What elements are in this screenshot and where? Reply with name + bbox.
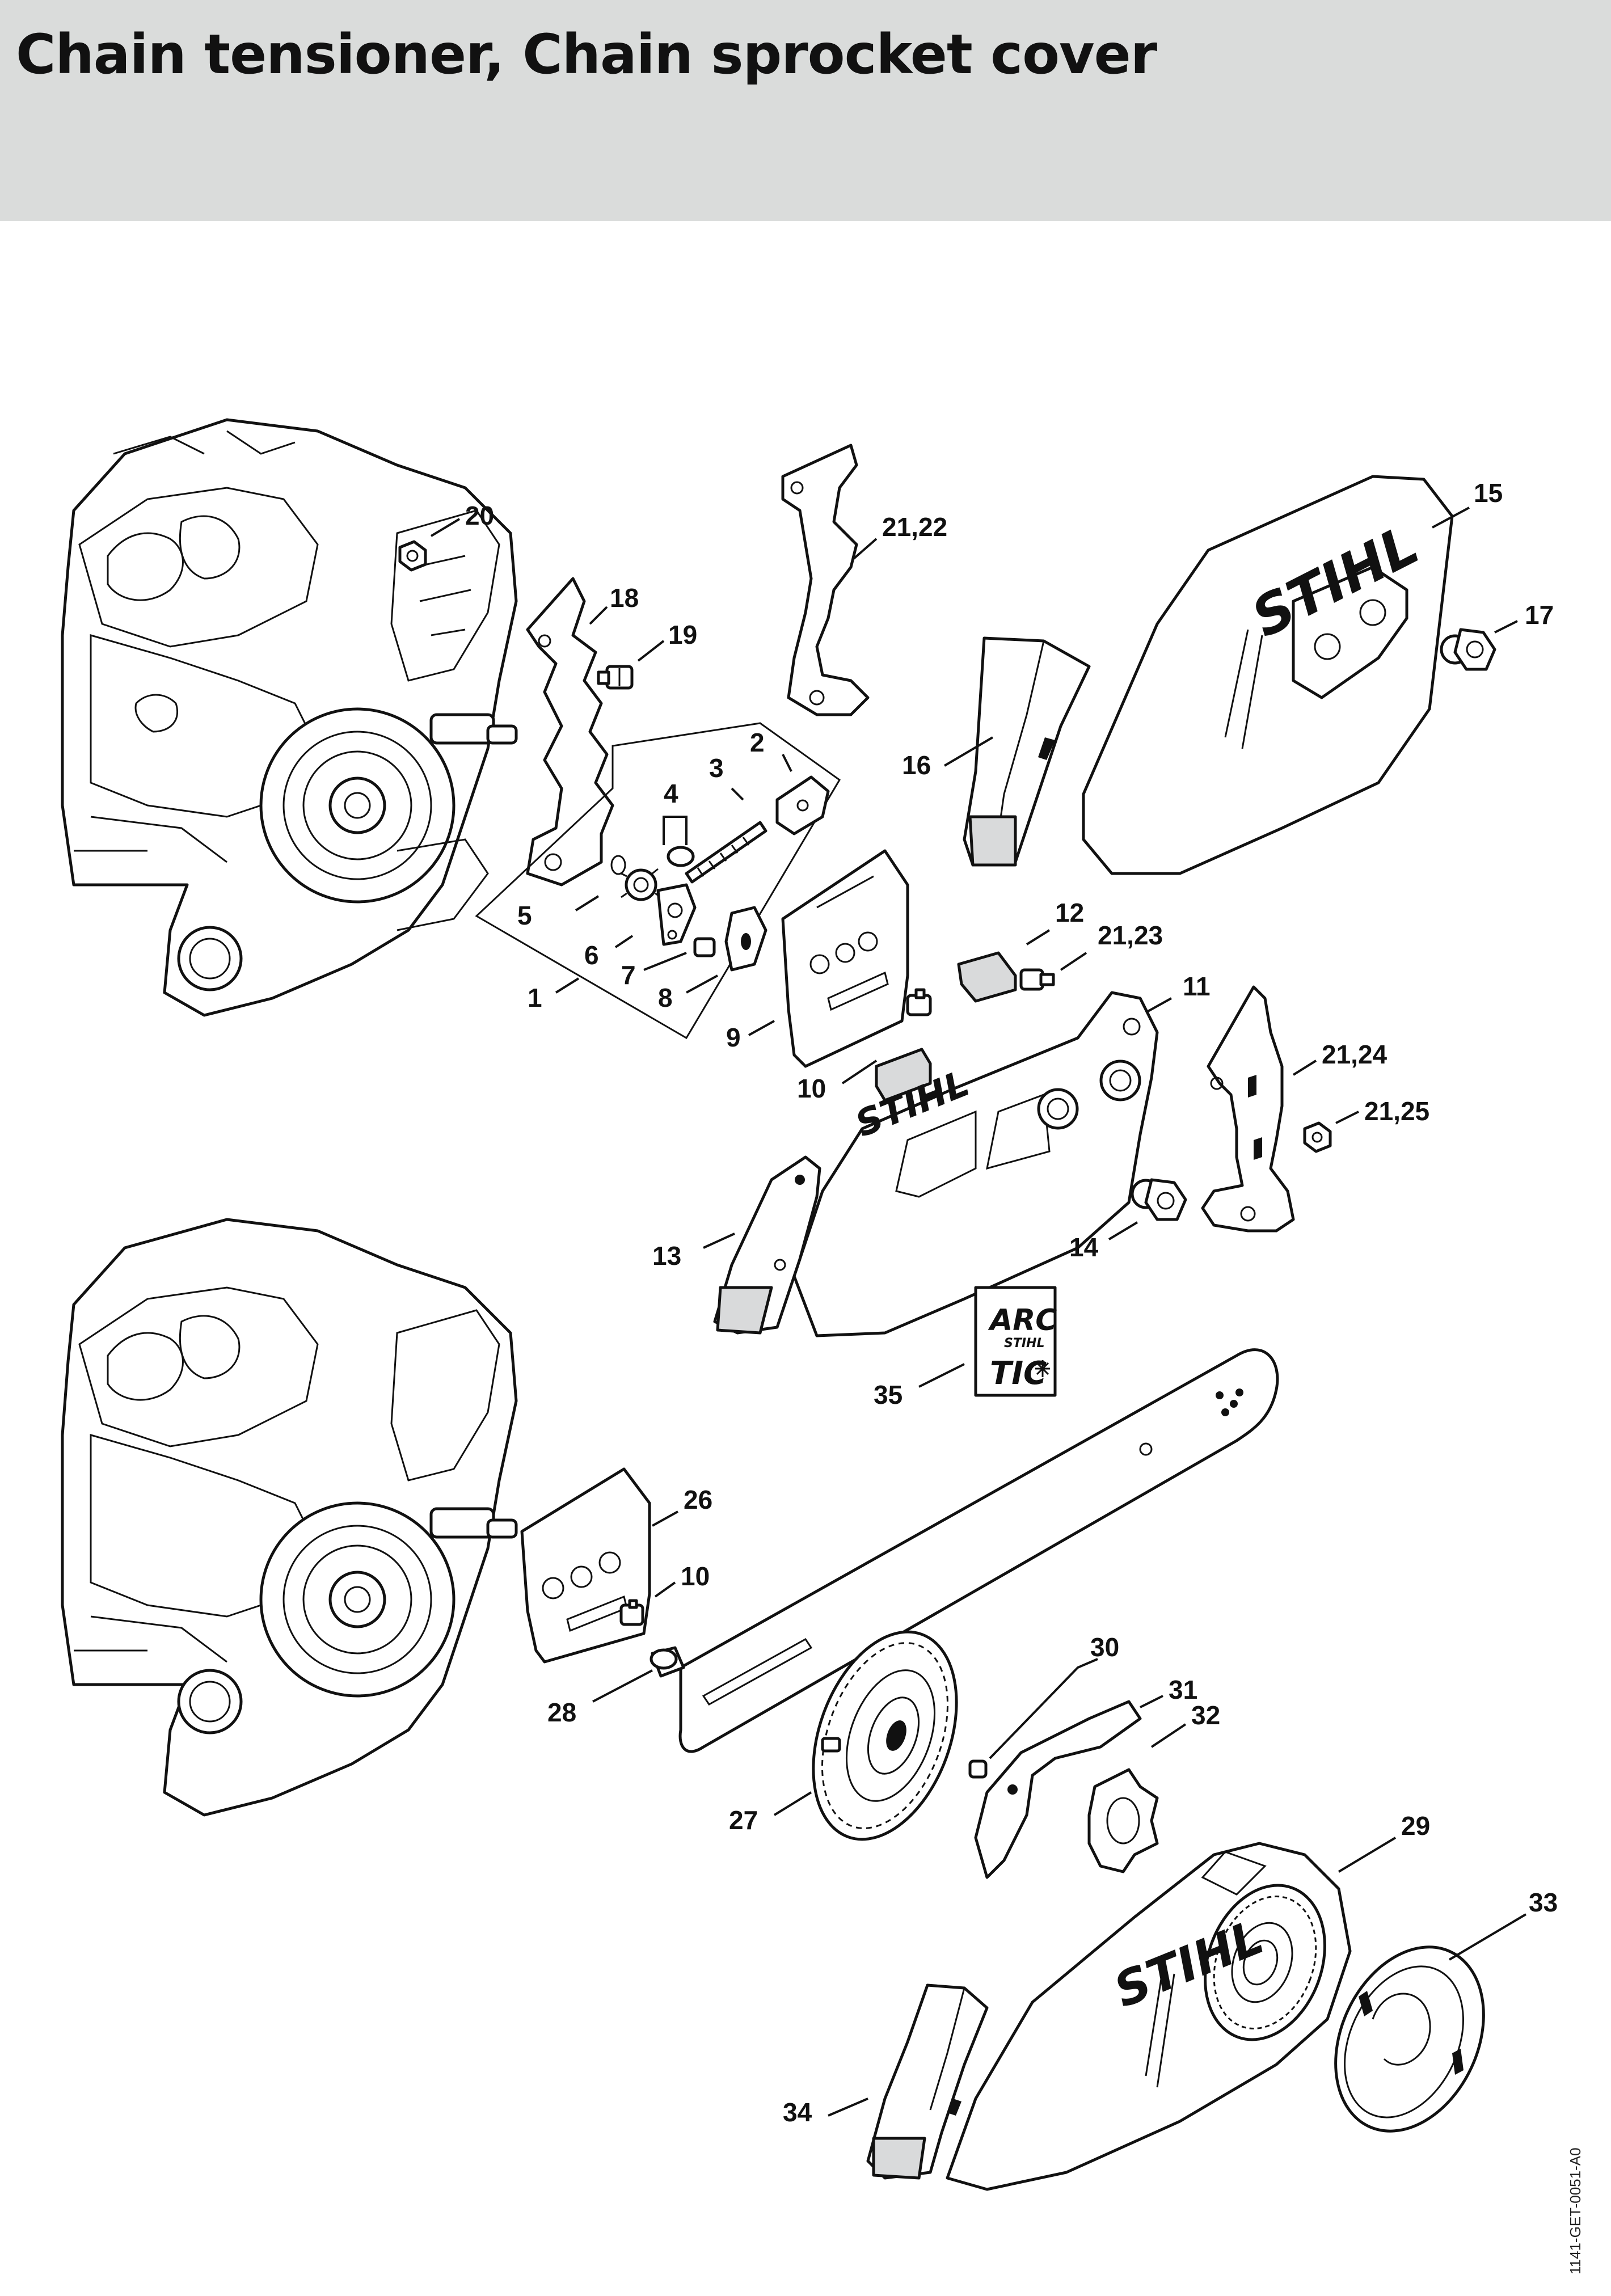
part-10-guide-block bbox=[875, 1048, 932, 1102]
guide-bar bbox=[678, 1348, 1279, 1753]
callout-6: 6 bbox=[584, 940, 599, 970]
part-28-spacer: 28 bbox=[547, 1646, 685, 1727]
part-10-screw-upper: 10 bbox=[797, 988, 932, 1103]
part-17-collar-nut: 17 bbox=[1440, 600, 1554, 671]
part-21-25-nut: 21,25 bbox=[1303, 1096, 1429, 1153]
callout-32: 32 bbox=[1191, 1700, 1220, 1730]
callout-21-23: 21,23 bbox=[1098, 921, 1163, 950]
callout-30: 30 bbox=[1090, 1632, 1119, 1662]
part-32-knob: 32 bbox=[1087, 1700, 1220, 1873]
callout-16: 16 bbox=[902, 750, 931, 780]
callout-21-24: 21,24 bbox=[1322, 1040, 1388, 1069]
callout-33: 33 bbox=[1529, 1888, 1558, 1917]
part-8-guide-plate: 8 bbox=[658, 906, 767, 1012]
part-7-cover-plate bbox=[656, 883, 697, 946]
part-27-sprocket-wheel: 27 bbox=[729, 1630, 958, 1841]
arctic-decal-line-1: ARC bbox=[988, 1303, 1057, 1337]
callout-10-lower: 10 bbox=[681, 1561, 710, 1591]
callout-26: 26 bbox=[684, 1485, 712, 1514]
part-21-23-screw: 21,23 bbox=[1019, 921, 1163, 991]
part-21-22-bumper-spike: 21,22 bbox=[781, 444, 947, 716]
part-21-24-bumper-spike: 21,24 bbox=[1201, 985, 1388, 1233]
part-5-ring: 5 bbox=[517, 855, 626, 930]
callout-12: 12 bbox=[1055, 898, 1084, 927]
callout-4: 4 bbox=[664, 779, 678, 808]
callout-13: 13 bbox=[652, 1241, 681, 1271]
callout-5: 5 bbox=[517, 901, 532, 930]
callout-2: 2 bbox=[750, 728, 765, 757]
callout-35: 35 bbox=[874, 1380, 903, 1409]
arctic-decal-line-2: STIHL bbox=[1004, 1336, 1044, 1350]
part-35-arctic-decal: ARC STIHL TIC 35 bbox=[874, 1286, 1057, 1409]
callout-14: 14 bbox=[1069, 1233, 1099, 1262]
part-12-guide-block: 12 bbox=[957, 898, 1084, 1003]
callout-21-22: 21,22 bbox=[882, 512, 947, 542]
callout-31: 31 bbox=[1169, 1675, 1197, 1704]
callout-3: 3 bbox=[709, 753, 724, 783]
part-29-sprocket-cover: STIHL 29 bbox=[946, 1811, 1430, 2191]
part-1-tensioner-kit: 1 bbox=[475, 722, 841, 1040]
part-16-guard-rail: 16 bbox=[902, 636, 1091, 867]
drawing-code: 1141-GET-0051-A0 bbox=[1561, 2065, 1601, 2280]
callout-21-25: 21,25 bbox=[1364, 1096, 1429, 1126]
part-9-guide-plate: 9 bbox=[726, 849, 909, 1068]
callout-34: 34 bbox=[783, 2097, 812, 2127]
callout-9: 9 bbox=[726, 1023, 741, 1052]
header-band: Chain tensioner, Chain sprocket cover bbox=[0, 0, 1611, 221]
part-19-screw: 19 bbox=[597, 620, 697, 690]
callout-11: 11 bbox=[1183, 972, 1211, 1001]
part-30-screw: 30 bbox=[968, 1632, 1119, 1779]
callout-10-upper: 10 bbox=[797, 1074, 826, 1103]
part-26-guide-plate: 26 bbox=[520, 1467, 712, 1664]
part-31-plate: 31 bbox=[974, 1675, 1197, 1879]
callout-1: 1 bbox=[528, 983, 542, 1012]
part-3-adjusting-screw: 3 bbox=[685, 753, 767, 884]
engine-housing-lower bbox=[61, 1218, 518, 1817]
callout-20: 20 bbox=[465, 501, 494, 530]
part-15-sprocket-cover: STIHL 15 bbox=[1082, 475, 1503, 875]
part-18-bumper-spike: 18 bbox=[526, 577, 639, 887]
drawing-code-text: 1141-GET-0051-A0 bbox=[1567, 2147, 1584, 2274]
page-title: Chain tensioner, Chain sprocket cover bbox=[16, 23, 1157, 86]
part-6-spur-gear: 6 bbox=[584, 868, 661, 970]
part-20-nut: 20 bbox=[398, 501, 494, 572]
callout-15: 15 bbox=[1474, 478, 1503, 508]
part-33-knob-cover: 33 bbox=[1334, 1888, 1558, 2133]
part-2-tensioner-slide: 2 bbox=[750, 728, 830, 835]
callout-7: 7 bbox=[621, 960, 636, 990]
part-4-thrust-washer: 4 bbox=[663, 779, 695, 867]
callout-8: 8 bbox=[658, 983, 673, 1012]
callout-19: 19 bbox=[668, 620, 697, 649]
part-13-guard-rail: 13 bbox=[652, 1155, 821, 1335]
callout-18: 18 bbox=[610, 583, 639, 613]
callout-28: 28 bbox=[547, 1698, 576, 1727]
engine-housing-upper bbox=[61, 418, 518, 1017]
callout-29: 29 bbox=[1401, 1811, 1430, 1841]
part-10-screw-lower: 10 bbox=[619, 1561, 710, 1626]
callout-17: 17 bbox=[1525, 600, 1554, 630]
part-14-collar-nut: 14 bbox=[1069, 1178, 1187, 1262]
part-34-guard-rail: 34 bbox=[783, 1983, 989, 2180]
part-7-screw: 7 bbox=[621, 937, 716, 990]
callout-27: 27 bbox=[729, 1805, 758, 1835]
